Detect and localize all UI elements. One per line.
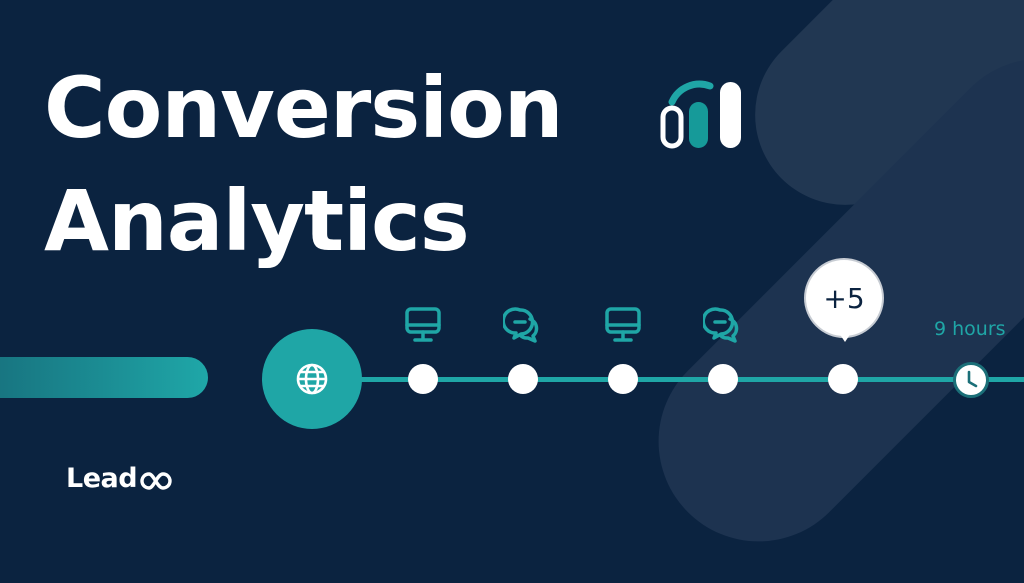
chat-bubbles-icon xyxy=(703,307,739,343)
title-line-2: Analytics xyxy=(44,172,470,270)
count-badge-text: +5 xyxy=(823,281,865,315)
clock-icon xyxy=(967,370,978,388)
timeline-step-dot xyxy=(828,364,858,394)
progress-bar-decoration xyxy=(0,357,208,398)
chat-bubbles-icon xyxy=(503,307,539,343)
brand-logo: Lead xyxy=(66,463,180,494)
title-line-1: Conversion xyxy=(44,59,564,157)
bar-chart-icon xyxy=(660,80,741,149)
timeline-line xyxy=(355,377,1024,382)
brand-name: Lead xyxy=(66,463,138,494)
count-badge: +5 xyxy=(806,260,882,336)
count-badge-pointer xyxy=(837,330,853,342)
duration-label: 9 hours xyxy=(934,318,1006,340)
timeline-start-node xyxy=(262,329,362,429)
timeline-step-dot xyxy=(408,364,438,394)
globe-icon xyxy=(296,363,328,395)
timeline-step-dot xyxy=(708,364,738,394)
page-title: Conversion Analytics xyxy=(44,52,564,278)
infinity-icon xyxy=(140,471,172,490)
timeline-step-dot xyxy=(508,364,538,394)
monitor-icon xyxy=(405,307,441,342)
timeline-end-node xyxy=(953,362,989,398)
monitor-icon xyxy=(605,307,641,342)
timeline-step-dot xyxy=(608,364,638,394)
